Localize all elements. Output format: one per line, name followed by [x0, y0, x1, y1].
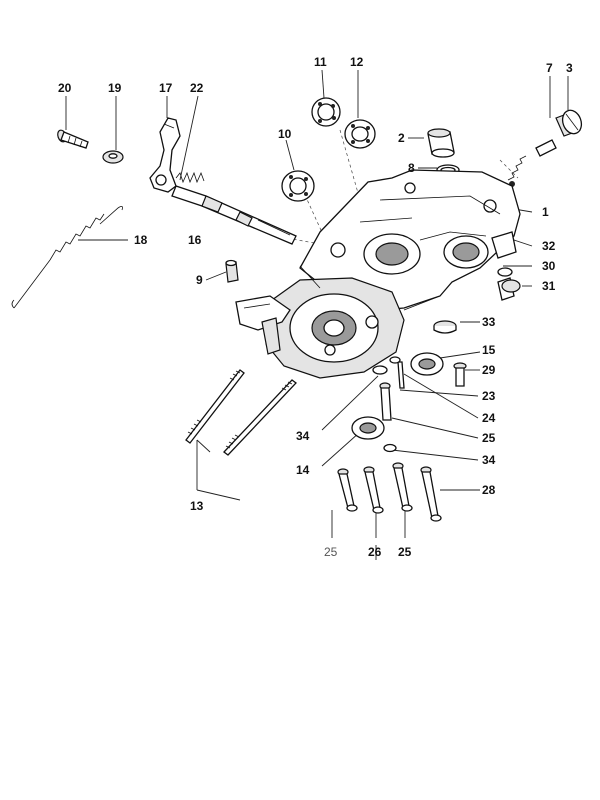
label-33: 33: [482, 315, 496, 329]
cap-part-33: [433, 320, 457, 334]
shaft-part-16: [171, 185, 297, 245]
pin-part-23: [397, 361, 405, 389]
washer-part-34b: [383, 443, 397, 453]
washer-part-34a: [372, 365, 388, 375]
spring-part-detent: [507, 155, 527, 187]
washer-part-small-24: [389, 356, 401, 364]
bolt-part-25-mid: [379, 382, 392, 421]
callout-labels: 20 19 17 22 11 12 7 3 10 2 8 1 16 18 32 …: [58, 55, 573, 559]
bolt-part-25-left: [337, 468, 358, 512]
bolt-part-28: [420, 466, 442, 522]
bolt-part-26: [363, 466, 384, 514]
screw-part-20: [57, 129, 89, 149]
label-13: 13: [190, 499, 204, 513]
label-10: 10: [278, 127, 292, 141]
label-3: 3: [566, 61, 573, 75]
long-spring-part-18: [11, 206, 123, 309]
stud-part-13a: [185, 369, 245, 444]
housing-part-1: [235, 169, 521, 379]
label-11: 11: [314, 55, 327, 69]
label-25-upper: 25: [482, 431, 496, 445]
label-24: 24: [482, 411, 496, 425]
washer-part-19: [102, 150, 124, 164]
leader-lines: [65, 69, 569, 560]
label-14: 14: [296, 463, 310, 477]
plug-part-3: [555, 109, 583, 137]
label-15: 15: [482, 343, 496, 357]
label-23: 23: [482, 389, 496, 403]
bolt-part-25-right: [392, 462, 413, 512]
dowel-part-9: [225, 259, 239, 283]
label-8: 8: [408, 161, 415, 175]
label-25-lower-left: 25: [324, 545, 338, 559]
label-12: 12: [350, 55, 364, 69]
bushing-part-2: [427, 128, 455, 158]
bearing-part-10: [281, 170, 315, 202]
bearing-part-12: [344, 119, 376, 149]
bolt-part-29: [453, 362, 467, 387]
label-1: 1: [542, 205, 549, 219]
label-26: 26: [368, 545, 382, 559]
label-29: 29: [482, 363, 496, 377]
label-16: 16: [188, 233, 202, 247]
label-31: 31: [542, 279, 556, 293]
label-18: 18: [134, 233, 148, 247]
label-19: 19: [108, 81, 122, 95]
seal-part-15: [410, 352, 444, 376]
label-25-lower-right: 25: [398, 545, 412, 559]
label-30: 30: [542, 259, 556, 273]
plunger-part-7: [535, 139, 557, 157]
seal-part-14: [351, 416, 385, 440]
label-20: 20: [58, 81, 72, 95]
label-32: 32: [542, 239, 556, 253]
label-17: 17: [159, 81, 173, 95]
label-34-lower: 34: [482, 453, 496, 467]
label-9: 9: [196, 273, 203, 287]
bearing-part-11: [311, 97, 341, 127]
label-7: 7: [546, 61, 553, 75]
lever-part-17: [149, 117, 181, 193]
stud-part-13b: [223, 379, 297, 456]
label-34-upper: 34: [296, 429, 310, 443]
label-22: 22: [190, 81, 204, 95]
label-2: 2: [398, 131, 405, 145]
bolt-part-31: [497, 277, 521, 301]
label-28: 28: [482, 483, 496, 497]
spring-part-22: [175, 171, 205, 184]
